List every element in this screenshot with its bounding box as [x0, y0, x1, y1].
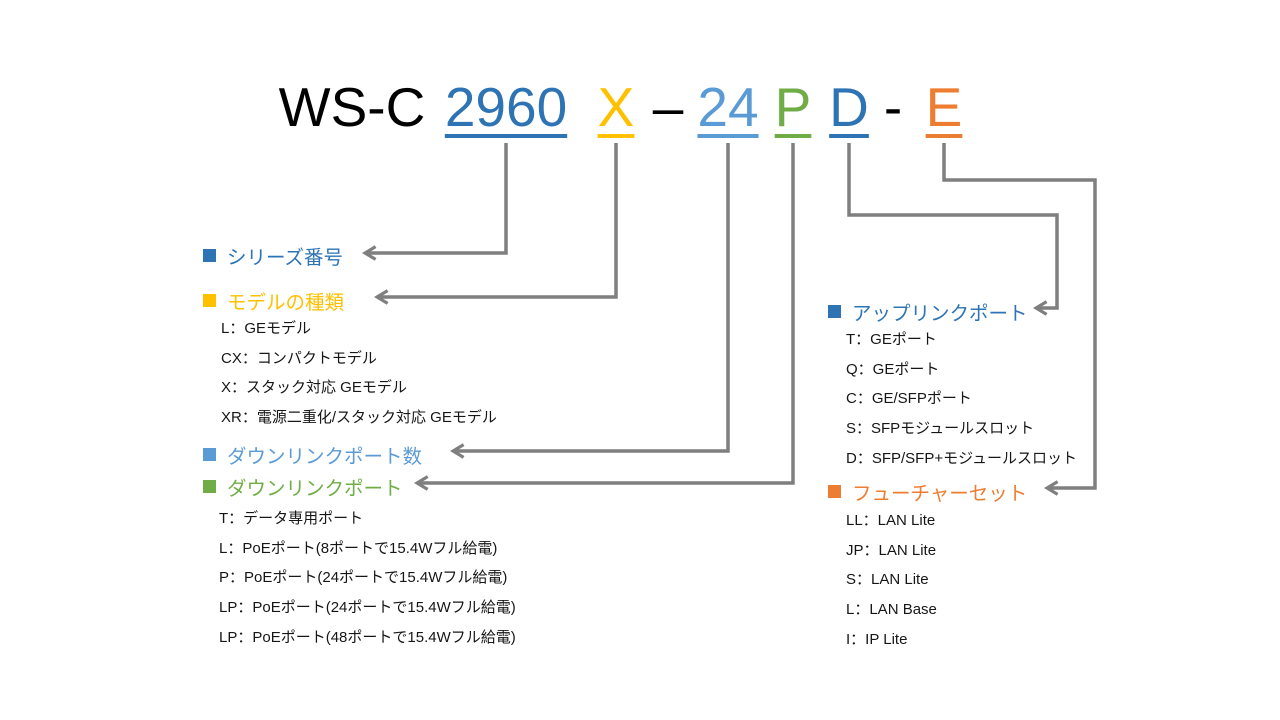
section-label-uplink-port: アップリンクポート	[852, 303, 1028, 325]
section-downlink-port: ダウンリンクポート	[203, 472, 403, 501]
list-item: L：PoEポート(8ポートで15.4Wフル給電)	[219, 539, 498, 557]
list-item: T：データ専用ポート	[219, 510, 364, 527]
section-label-feature-set: フューチャーセット	[852, 483, 1028, 505]
square-bullet-icon	[828, 305, 841, 318]
connector-uplink-port	[847, 143, 1059, 316]
list-item: D：SFP/SFP+モジュールスロット	[846, 449, 1078, 467]
section-label-downlink-port: ダウンリンクポート	[227, 478, 403, 500]
square-bullet-icon	[203, 294, 216, 307]
square-bullet-icon	[203, 249, 216, 262]
uplink-port-list: T：GEポート Q：GEポート C：GE/SFPポート S：SFPモジュールスロ…	[846, 325, 1077, 474]
title-dash-1: –	[652, 76, 684, 138]
list-item: S：SFPモジュールスロット	[846, 420, 1035, 438]
feature-set-list: LL：LAN Lite JP：LAN Lite S：LAN Lite L：LAN…	[846, 506, 937, 655]
title-part-uplink-port: D	[829, 76, 869, 138]
list-item: Q：GEポート	[846, 360, 940, 378]
square-bullet-icon	[828, 485, 841, 498]
list-item: S：LAN Lite	[846, 571, 929, 589]
section-label-downlink-count: ダウンリンクポート数	[227, 446, 423, 468]
section-series-number: シリーズ番号	[203, 241, 343, 270]
downlink-port-list: T：データ専用ポート L：PoEポート(8ポートで15.4Wフル給電) P：Po…	[219, 504, 516, 653]
model-type-list: L：GEモデル CX：コンパクトモデル X：スタック対応 GEモデル XR：電源…	[221, 314, 497, 433]
list-item: L：GEモデル	[221, 320, 312, 337]
title-prefix: WS-C	[278, 76, 426, 138]
section-feature-set: フューチャーセット	[828, 477, 1027, 506]
section-model-type: モデルの種類	[203, 286, 344, 315]
list-item: L：LAN Base	[846, 601, 937, 619]
connector-model-type	[373, 143, 618, 305]
square-bullet-icon	[203, 448, 216, 461]
title-part-feature-set: E	[925, 76, 963, 138]
list-item: X：スタック対応 GEモデル	[221, 379, 407, 397]
title-dash-2: -	[883, 76, 903, 138]
list-item: CX：コンパクトモデル	[221, 349, 377, 367]
section-uplink-port: アップリンクポート	[828, 297, 1028, 326]
list-item: I：IP Lite	[846, 630, 908, 648]
list-item: P：PoEポート(24ポートで15.4Wフル給電)	[219, 569, 508, 587]
list-item: LP：PoEポート(24ポートで15.4Wフル給電)	[219, 599, 516, 617]
list-item: XR：電源二重化/スタック対応 GEモデル	[221, 409, 497, 427]
title-part-model-type: X	[597, 76, 635, 138]
list-item: LL：LAN Lite	[846, 512, 936, 529]
square-bullet-icon	[203, 480, 216, 493]
title-part-downlink-port: P	[774, 76, 812, 138]
title-part-downlink-count: 24	[697, 76, 759, 138]
list-item: LP：PoEポート(48ポートで15.4Wフル給電)	[219, 628, 516, 646]
list-item: C：GE/SFPポート	[846, 390, 972, 408]
section-label-model-type: モデルの種類	[227, 292, 345, 314]
section-downlink-count: ダウンリンクポート数	[203, 440, 422, 469]
section-label-series-number: シリーズ番号	[227, 247, 344, 269]
list-item: JP：LAN Lite	[846, 541, 937, 559]
connector-series-number	[361, 143, 508, 261]
title-part-series-number: 2960	[444, 76, 568, 138]
list-item: T：GEポート	[846, 331, 937, 348]
